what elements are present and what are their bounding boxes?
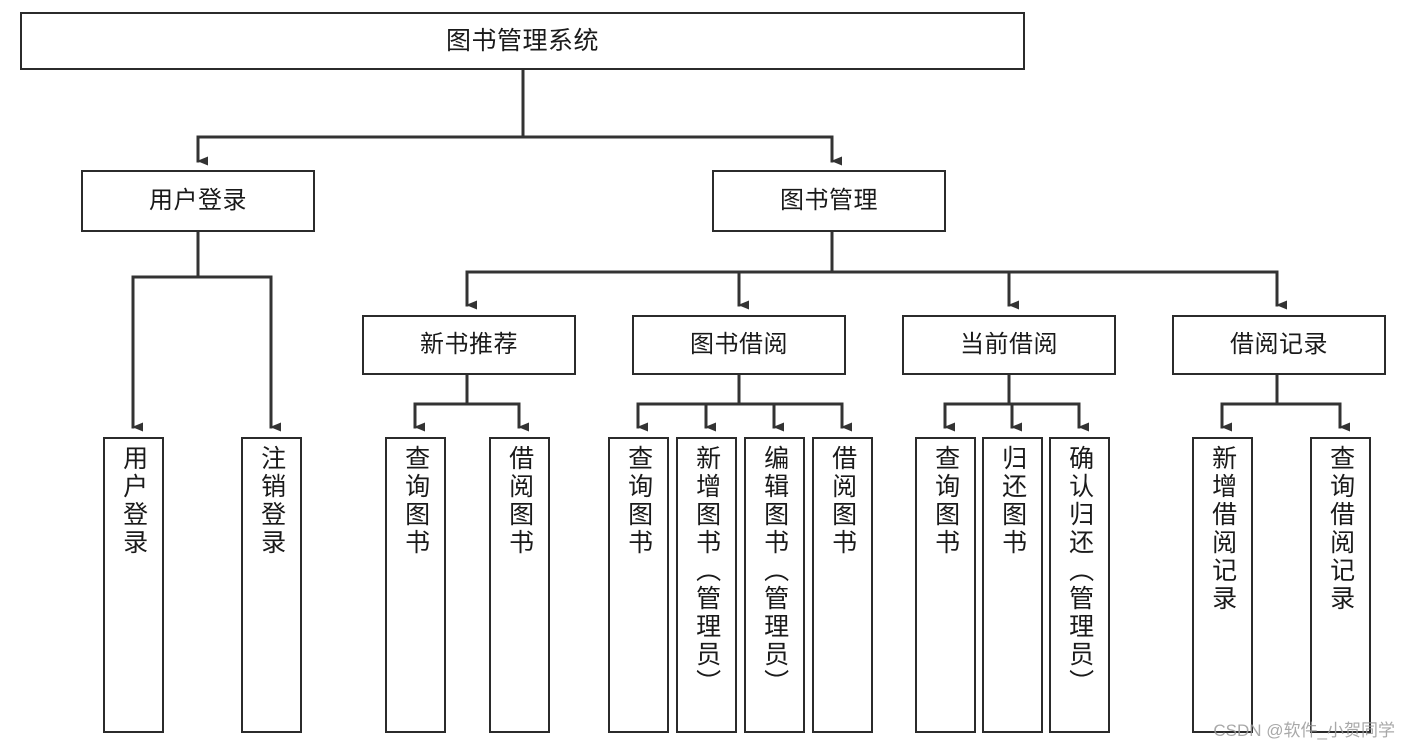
leaf-add-book-admin[interactable]: 新增图书（管理员）	[676, 437, 737, 733]
node-label: 图书管理系统	[445, 27, 599, 55]
node-label: 查询图书	[624, 445, 653, 557]
node-label: 用户登录	[149, 186, 247, 214]
node-label: 查询借阅记录	[1326, 445, 1355, 613]
node-label: 查询图书	[931, 445, 960, 557]
leaf-borrow-book[interactable]: 借阅图书	[812, 437, 873, 733]
node-label: 新书推荐	[420, 330, 518, 358]
leaf-query-book-recommend[interactable]: 查询图书	[385, 437, 446, 733]
node-root-system[interactable]: 图书管理系统	[20, 12, 1025, 70]
node-label: 图书管理	[780, 186, 878, 214]
leaf-borrow-book-recommend[interactable]: 借阅图书	[489, 437, 550, 733]
leaf-return-book[interactable]: 归还图书	[982, 437, 1043, 733]
node-label: 查询图书	[401, 445, 430, 557]
leaf-query-book-borrow[interactable]: 查询图书	[608, 437, 669, 733]
node-book-management[interactable]: 图书管理	[712, 170, 946, 232]
node-label: 新增图书（管理员）	[692, 445, 721, 697]
node-label: 新增借阅记录	[1208, 445, 1237, 613]
leaf-confirm-return-admin[interactable]: 确认归还（管理员）	[1049, 437, 1110, 733]
node-label: 图书借阅	[690, 330, 788, 358]
leaf-user-login[interactable]: 用户登录	[103, 437, 164, 733]
node-label: 编辑图书（管理员）	[760, 445, 789, 697]
node-label: 借阅图书	[505, 445, 534, 557]
node-label: 借阅记录	[1230, 330, 1328, 358]
node-user-login[interactable]: 用户登录	[81, 170, 315, 232]
leaf-query-borrow-record[interactable]: 查询借阅记录	[1310, 437, 1371, 733]
leaf-query-book-current[interactable]: 查询图书	[915, 437, 976, 733]
leaf-edit-book-admin[interactable]: 编辑图书（管理员）	[744, 437, 805, 733]
node-new-book-recommend[interactable]: 新书推荐	[362, 315, 576, 375]
node-borrow-record[interactable]: 借阅记录	[1172, 315, 1386, 375]
leaf-logout[interactable]: 注销登录	[241, 437, 302, 733]
node-label: 注销登录	[257, 445, 286, 557]
node-label: 用户登录	[119, 445, 148, 557]
node-label: 确认归还（管理员）	[1065, 445, 1094, 697]
node-book-borrow[interactable]: 图书借阅	[632, 315, 846, 375]
leaf-add-borrow-record[interactable]: 新增借阅记录	[1192, 437, 1253, 733]
node-label: 归还图书	[998, 445, 1027, 557]
node-label: 借阅图书	[828, 445, 857, 557]
node-current-borrow[interactable]: 当前借阅	[902, 315, 1116, 375]
node-label: 当前借阅	[960, 330, 1058, 358]
